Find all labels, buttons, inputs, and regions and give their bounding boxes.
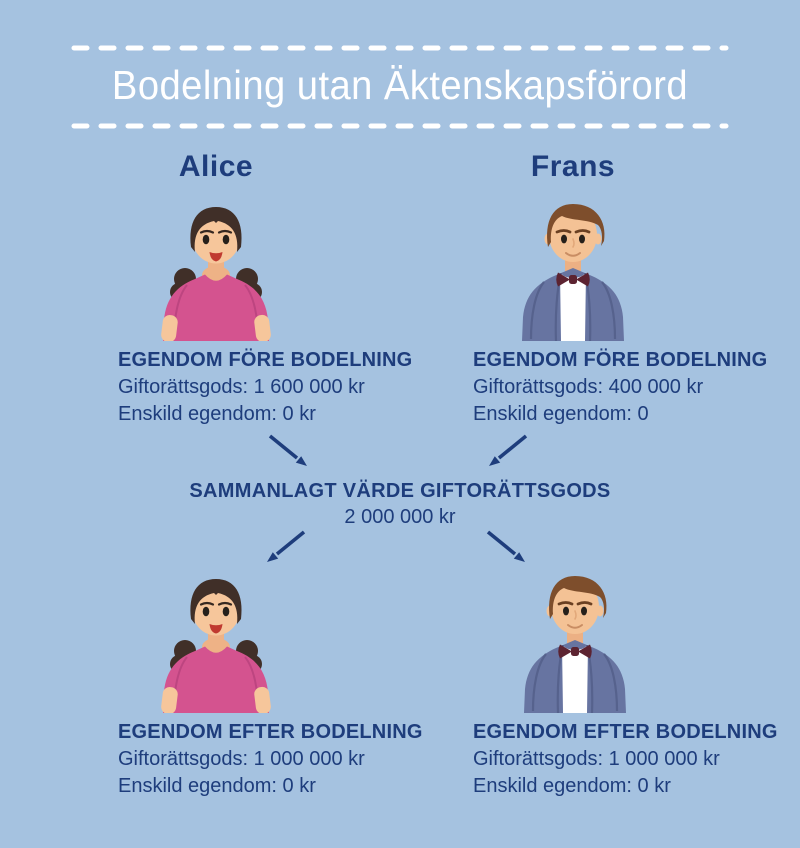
total-value-block: SAMMANLAGT VÄRDE GIFTORÄTTSGODS 2 000 00…	[0, 478, 800, 530]
property-heading: EGENDOM FÖRE BODELNING	[473, 349, 768, 371]
property-block-after-frans: EGENDOM EFTER BODELNING Giftorättsgods: …	[473, 719, 800, 800]
total-value: 2 000 000 kr	[344, 506, 456, 528]
property-line: Giftorättsgods: 1 000 000 kr	[473, 748, 720, 770]
property-block-before-frans: EGENDOM FÖRE BODELNING Giftorättsgods: 4…	[473, 347, 800, 428]
arrow-icon	[268, 434, 307, 466]
property-line: Enskild egendom: 0	[473, 403, 649, 425]
arrow-icon	[489, 434, 528, 466]
total-heading: SAMMANLAGT VÄRDE GIFTORÄTTSGODS	[189, 480, 611, 502]
property-line: Enskild egendom: 0 kr	[118, 775, 316, 797]
property-line: Giftorättsgods: 1 000 000 kr	[118, 748, 365, 770]
dashed-divider-top-icon	[71, 45, 729, 51]
property-line: Enskild egendom: 0 kr	[473, 775, 671, 797]
dashed-divider-bottom-icon	[71, 123, 729, 129]
person-name-frans: Frans	[530, 150, 616, 183]
man-avatar-icon	[524, 576, 626, 713]
man-avatar-icon	[522, 204, 624, 341]
property-heading: EGENDOM EFTER BODELNING	[118, 721, 423, 743]
woman-avatar-icon	[161, 207, 271, 341]
arrow-icon	[267, 530, 306, 562]
woman-avatar-icon	[161, 579, 271, 713]
property-line: Giftorättsgods: 1 600 000 kr	[118, 376, 365, 398]
property-block-before-alice: EGENDOM FÖRE BODELNING Giftorättsgods: 1…	[118, 347, 448, 428]
property-heading: EGENDOM FÖRE BODELNING	[118, 349, 413, 371]
person-name-alice: Alice	[178, 150, 254, 183]
property-heading: EGENDOM EFTER BODELNING	[473, 721, 778, 743]
page-title: Bodelning utan Äktenskapsförord	[111, 62, 689, 108]
property-line: Giftorättsgods: 400 000 kr	[473, 376, 704, 398]
property-line: Enskild egendom: 0 kr	[118, 403, 316, 425]
arrow-icon	[486, 530, 525, 562]
property-block-after-alice: EGENDOM EFTER BODELNING Giftorättsgods: …	[118, 719, 448, 800]
